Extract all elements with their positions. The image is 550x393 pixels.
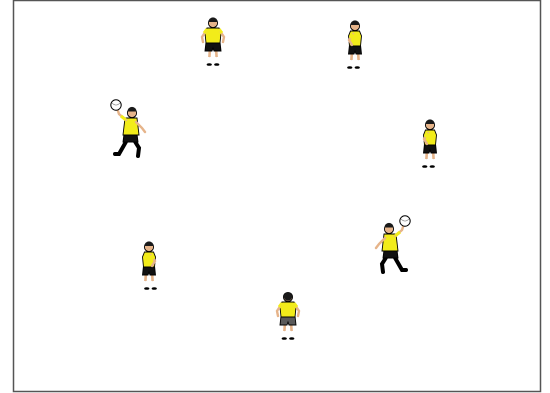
pitch-border [14, 1, 541, 392]
